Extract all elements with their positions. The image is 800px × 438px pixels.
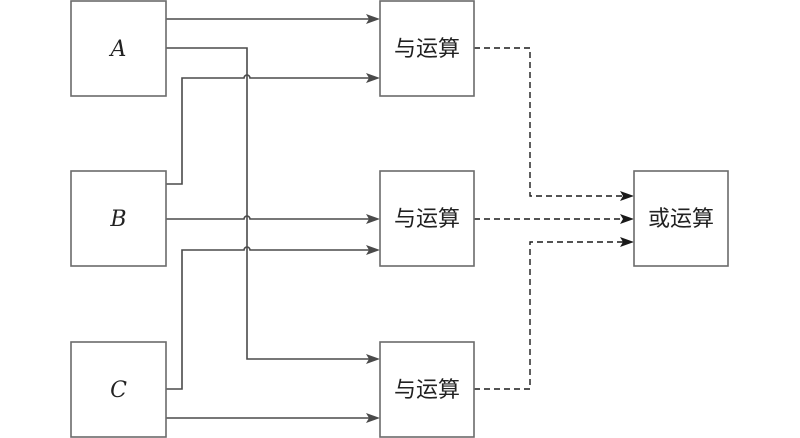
arrowhead (366, 14, 380, 24)
or-gate-label: 或运算 (648, 207, 714, 232)
arrowhead (366, 354, 380, 364)
edge-and1-or (474, 47, 626, 197)
and-gate-label: 与运算 (394, 37, 460, 62)
arrowhead (366, 413, 380, 423)
arrowhead (620, 191, 634, 201)
and-gate-1: 与运算 (379, 0, 475, 97)
edge-c-and2 (166, 246, 372, 390)
input-label-c: C (110, 378, 127, 403)
and-gate-label: 与运算 (394, 378, 460, 403)
input-label-b: B (109, 207, 126, 232)
edge-and3-or (474, 241, 626, 390)
solid-arrowheads (366, 14, 380, 423)
solid-wires (166, 18, 372, 419)
input-node-b: B (70, 170, 167, 267)
arrowhead (366, 245, 380, 255)
arrowhead (366, 73, 380, 83)
input-node-c: C (70, 341, 167, 438)
and-gate-2: 与运算 (379, 170, 475, 267)
input-label-a: A (109, 37, 127, 62)
edge-b-and1 (166, 74, 372, 185)
dashed-arrowheads (620, 191, 634, 247)
dashed-wires (474, 47, 626, 390)
edge-a-and3 (166, 47, 372, 360)
arrowhead (620, 214, 634, 224)
and-gate-label: 与运算 (394, 207, 460, 232)
arrowhead (366, 214, 380, 224)
or-gate: 或运算 (633, 170, 729, 267)
input-node-a: A (70, 0, 167, 97)
arrowhead (620, 237, 634, 247)
edge-b-and2 (166, 215, 372, 220)
and-gate-3: 与运算 (379, 341, 475, 438)
